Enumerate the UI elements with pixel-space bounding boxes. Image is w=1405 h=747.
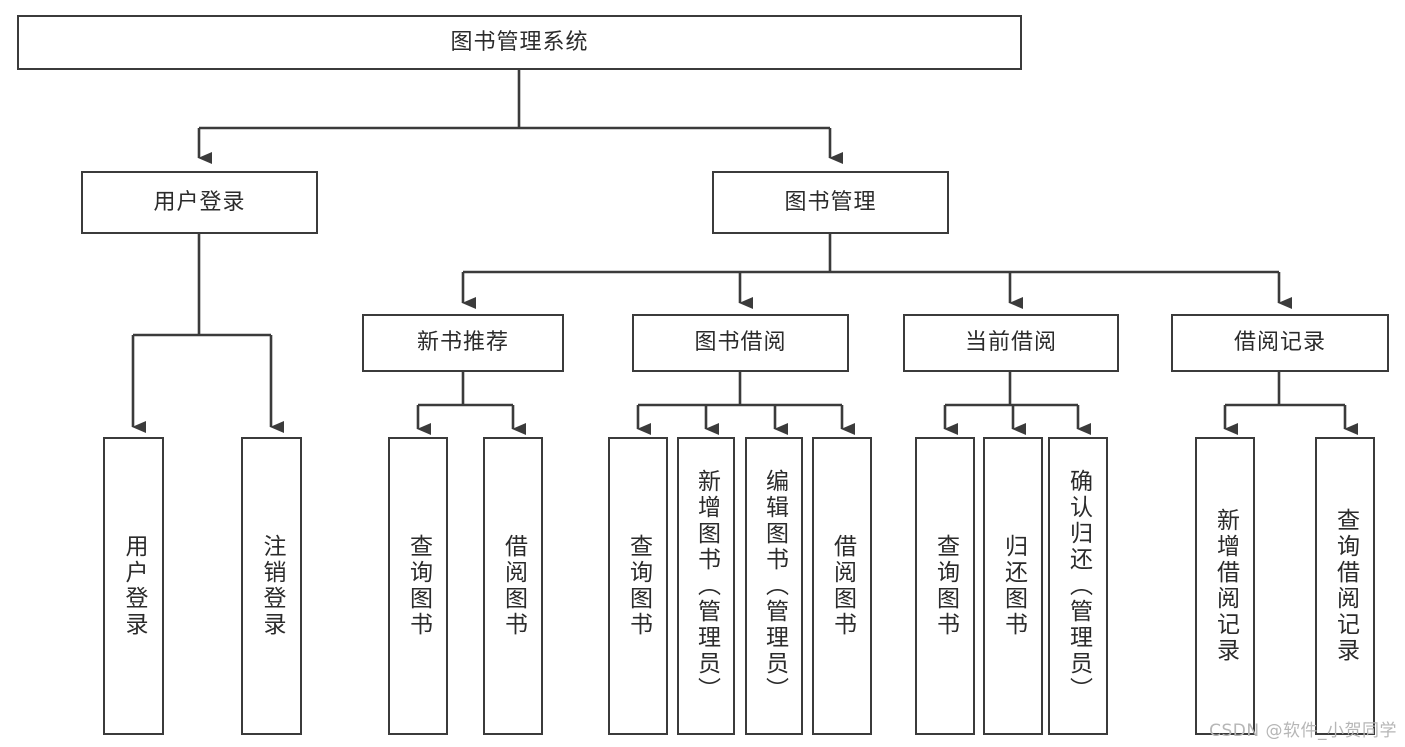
node-borrow-record[interactable]: 借阅记录 (1171, 314, 1389, 372)
node-book-manage[interactable]: 图书管理 (712, 171, 949, 234)
leaf-user-logout[interactable]: 注销登录 (241, 437, 302, 735)
node-root[interactable]: 图书管理系统 (17, 15, 1022, 70)
leaf-edit-book-label: 编辑图书（管理员） (761, 469, 788, 703)
leaf-user-login-label: 用户登录 (121, 534, 147, 638)
leaf-return-book[interactable]: 归还图书 (983, 437, 1043, 735)
leaf-query-book-1[interactable]: 查询图书 (388, 437, 448, 735)
leaf-query-book-3[interactable]: 查询图书 (915, 437, 975, 735)
node-current-borrow-label: 当前借阅 (964, 330, 1057, 356)
node-user-login-label: 用户登录 (153, 189, 246, 215)
leaf-confirm-return[interactable]: 确认归还（管理员） (1048, 437, 1108, 735)
node-book-borrow-label: 图书借阅 (694, 330, 787, 356)
node-book-manage-label: 图书管理 (784, 189, 877, 215)
node-borrow-record-label: 借阅记录 (1233, 330, 1326, 356)
leaf-edit-book[interactable]: 编辑图书（管理员） (745, 437, 803, 735)
node-book-borrow[interactable]: 图书借阅 (632, 314, 849, 372)
leaf-confirm-return-label: 确认归还（管理员） (1065, 469, 1092, 703)
leaf-user-login[interactable]: 用户登录 (103, 437, 164, 735)
node-new-book-recommend[interactable]: 新书推荐 (362, 314, 564, 372)
leaf-borrow-book-2[interactable]: 借阅图书 (812, 437, 872, 735)
leaf-add-book[interactable]: 新增图书（管理员） (677, 437, 735, 735)
node-current-borrow[interactable]: 当前借阅 (903, 314, 1119, 372)
leaf-add-book-label: 新增图书（管理员） (693, 469, 720, 703)
node-root-label: 图书管理系统 (450, 29, 589, 55)
watermark-text: CSDN @软件_小贺同学 (1209, 721, 1397, 741)
leaf-borrow-book-2-label: 借阅图书 (829, 534, 856, 638)
node-new-book-recommend-label: 新书推荐 (416, 330, 509, 356)
leaf-user-logout-label: 注销登录 (259, 534, 285, 638)
leaf-query-book-2[interactable]: 查询图书 (608, 437, 668, 735)
leaf-query-book-3-label: 查询图书 (932, 534, 959, 638)
leaf-query-book-1-label: 查询图书 (405, 534, 432, 638)
leaf-add-record[interactable]: 新增借阅记录 (1195, 437, 1255, 735)
leaf-query-record[interactable]: 查询借阅记录 (1315, 437, 1375, 735)
node-user-login[interactable]: 用户登录 (81, 171, 318, 234)
leaf-query-book-2-label: 查询图书 (625, 534, 652, 638)
leaf-return-book-label: 归还图书 (1000, 534, 1027, 638)
leaf-borrow-book-1[interactable]: 借阅图书 (483, 437, 543, 735)
leaf-query-record-label: 查询借阅记录 (1332, 508, 1359, 664)
leaf-add-record-label: 新增借阅记录 (1212, 508, 1239, 664)
leaf-borrow-book-1-label: 借阅图书 (500, 534, 527, 638)
